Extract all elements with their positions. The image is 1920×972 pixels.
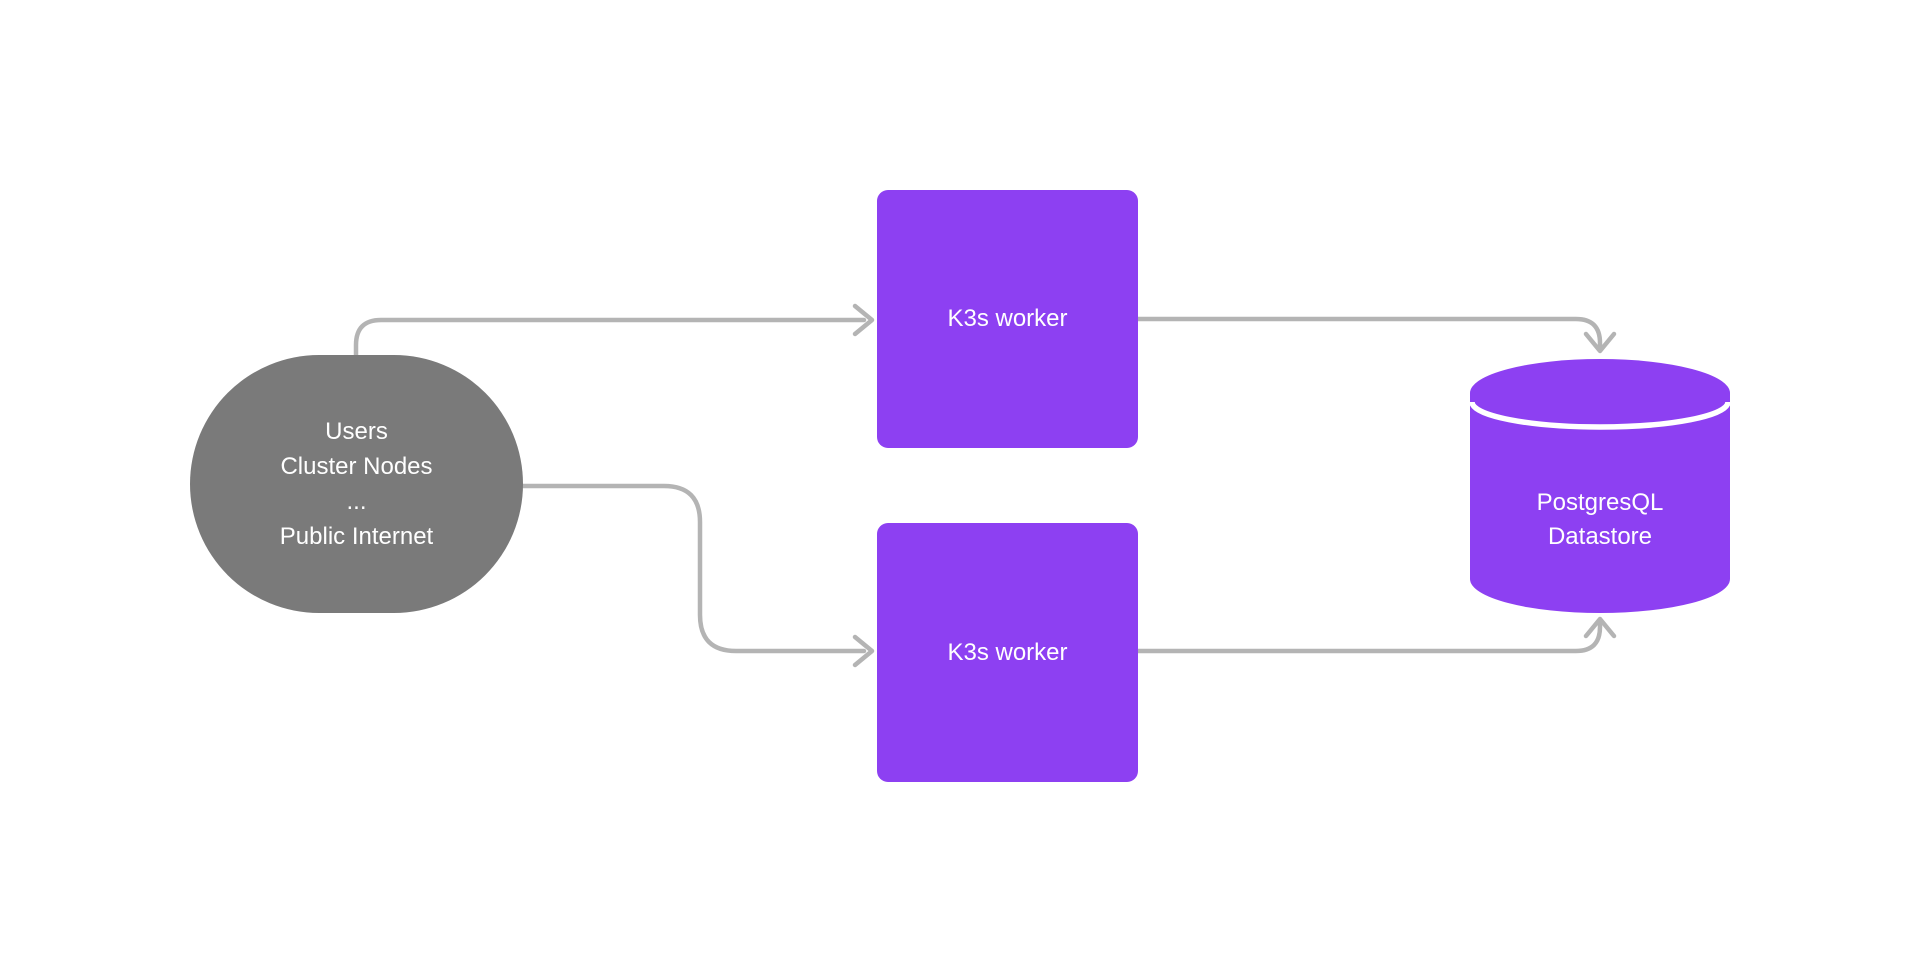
arrow-worker-top-to-datastore-line [1135, 316, 1603, 349]
k3s-worker-bottom-label: K3s worker [947, 638, 1068, 666]
arrow-source-to-worker-bottom-line [520, 483, 867, 654]
k3s-worker-bottom-node: K3s worker [877, 523, 1138, 782]
arrow-source-to-worker-top-line [353, 317, 867, 358]
source-node-line-cluster-nodes: Cluster Nodes [280, 453, 433, 480]
postgres-datastore-label: PostgresQL Datastore [1470, 427, 1730, 613]
postgres-datastore-line-2: Datastore [1547, 523, 1653, 550]
source-node: Users Cluster Nodes ... Public Internet [190, 355, 523, 613]
source-node-line-users: Users [325, 418, 388, 445]
arrow-worker-bottom-to-datastore-head [1583, 616, 1617, 639]
arrow-worker-bottom-to-datastore-line [1135, 621, 1603, 654]
source-node-line-public-internet: Public Internet [279, 523, 434, 550]
arrow-worker-top-to-datastore-head [1583, 331, 1617, 354]
arrow-group [353, 303, 1617, 668]
postgres-datastore-shape [1470, 359, 1730, 613]
arrow-source-to-worker-top-head [852, 303, 875, 337]
arrow-source-to-worker-bottom-head [852, 634, 875, 668]
k3s-worker-top-node: K3s worker [877, 190, 1138, 448]
postgres-datastore-line-1: PostgresQL [1536, 489, 1664, 516]
k3s-worker-top-label: K3s worker [947, 305, 1068, 332]
cylinder-lid-line [1470, 401, 1730, 430]
source-node-line-ellipsis: ... [346, 488, 367, 515]
